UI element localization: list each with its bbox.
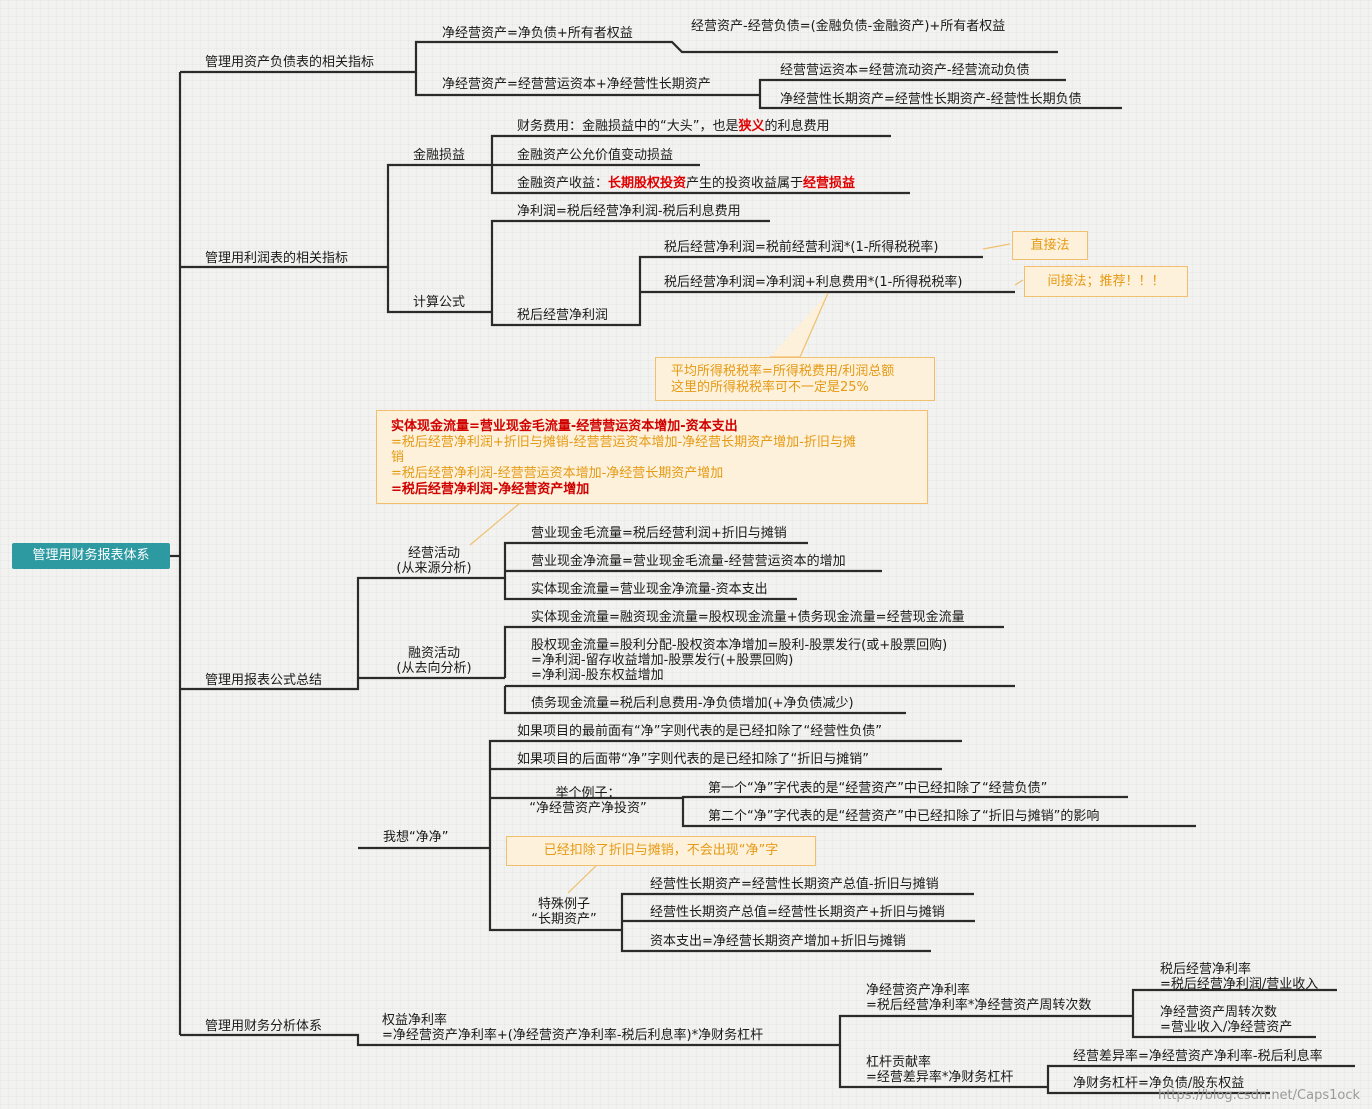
node-bs-a1[interactable]: 经营资产-经营负债=(金融负债-金融资产)+所有者权益	[691, 19, 1006, 34]
node-fair-value[interactable]: 金融资产公允价值变动损益	[517, 148, 674, 163]
note-direct[interactable]: 直接法	[1012, 231, 1088, 260]
node-rnoa-x[interactable]: 税后经营净利率=税后经营净利润/营业收入	[1160, 962, 1319, 992]
node-special-example[interactable]: 特殊例子“长期资产”	[531, 897, 597, 927]
node-ex-b[interactable]: 第二个“净”字代表的是“经营资产”中已经扣除了“折旧与摊销”的影响	[708, 809, 1100, 824]
watermark: https://blog.csdn.net/Caps1ock	[1157, 1088, 1360, 1103]
node-ex-a[interactable]: 第一个“净”字代表的是“经营资产”中已经扣除了“经营负债”	[708, 781, 1048, 796]
node-indirect-formula[interactable]: 税后经营净利润=净利润+利息费用*(1-所得税税率)	[664, 275, 963, 290]
node-sp-a[interactable]: 经营性长期资产=经营性长期资产总值-折旧与摊销	[650, 877, 939, 892]
node-after-tax-op-income[interactable]: 税后经营净利润	[517, 308, 609, 323]
node-fi-b[interactable]: 股权现金流量=股利分配-股权资本净增加=股利-股票发行(或+股票回购)=净利润-…	[531, 638, 948, 683]
node-roe[interactable]: 权益净利率=净经营资产净利率+(净经营资产净利率-税后利息率)*净财务杠杆	[382, 1013, 764, 1043]
note-tax-rate[interactable]: 平均所得税税率=所得税费用/利润总额 这里的所得税税率可不一定是25%	[655, 357, 935, 401]
node-bs-b1[interactable]: 经营营运资本=经营流动资产-经营流动负债	[780, 63, 1030, 78]
node-jj-a[interactable]: 如果项目的最前面有“净”字则代表的是已经扣除了“经营性负债”	[517, 724, 882, 739]
node-fin-expense[interactable]: 财务费用：金融损益中的“大头”，也是狭义的利息费用	[517, 119, 830, 134]
node-income-statement[interactable]: 管理用利润表的相关指标	[205, 251, 349, 266]
node-sp-b[interactable]: 经营性长期资产总值=经营性长期资产+折旧与摊销	[650, 905, 945, 920]
node-bs-b2[interactable]: 净经营性长期资产=经营性长期资产-经营性长期负债	[780, 92, 1082, 107]
node-op-b[interactable]: 营业现金净流量=营业现金毛流量-经营营运资本的增加	[531, 554, 846, 569]
node-bs-a[interactable]: 净经营资产=净负债+所有者权益	[442, 26, 633, 41]
node-op-c[interactable]: 实体现金流量=营业现金净流量-资本支出	[531, 582, 768, 597]
node-op-a[interactable]: 营业现金毛流量=税后经营利润+折旧与摊销	[531, 526, 787, 541]
node-direct-formula[interactable]: 税后经营净利润=税前经营利润*(1-所得税税率)	[664, 240, 939, 255]
node-example[interactable]: 举个例子：“净经营资产净投资”	[529, 786, 647, 816]
note-special[interactable]: 已经扣除了折旧与摊销，不会出现“净”字	[506, 836, 816, 866]
node-fi-a[interactable]: 实体现金流量=融资现金流量=股权现金流量+债务现金流量=经营现金流量	[531, 610, 965, 625]
node-financial-pl[interactable]: 金融损益	[413, 148, 466, 163]
node-fi-c[interactable]: 债务现金流量=税后利息费用-净负债增加(+净负债减少)	[531, 696, 854, 711]
node-jj-b[interactable]: 如果项目的后面带“净”字则代表的是已经扣除了“折旧与摊销”	[517, 752, 869, 767]
node-cashflow-summary[interactable]: 管理用报表公式总结	[205, 673, 323, 688]
node-rnoa-y[interactable]: 净经营资产周转次数=营业收入/净经营资产	[1160, 1005, 1293, 1035]
node-rnoa[interactable]: 净经营资产净利率=税后经营净利率*净经营资产周转次数	[866, 983, 1092, 1013]
node-net-income[interactable]: 净利润=税后经营净利润-税后利息费用	[517, 204, 741, 219]
node-spread[interactable]: 经营差异率=净经营资产净利率-税后利息率	[1073, 1049, 1323, 1064]
node-sp-c[interactable]: 资本支出=净经营长期资产增加+折旧与摊销	[650, 934, 906, 949]
node-net-net[interactable]: 我想“净净”	[383, 830, 449, 845]
note-entity-cashflow[interactable]: 实体现金流量=营业现金毛流量-经营营运资本增加-资本支出 =税后经营净利润+折旧…	[376, 410, 928, 504]
node-bs-b[interactable]: 净经营资产=经营营运资本+净经营性长期资产	[442, 77, 711, 92]
root-node[interactable]: 管理用财务报表体系	[12, 543, 170, 569]
node-leverage[interactable]: 杠杆贡献率=经营差异率*净财务杠杆	[866, 1055, 1014, 1085]
note-indirect[interactable]: 间接法；推荐！！！	[1024, 266, 1188, 297]
node-financing-activity[interactable]: 融资活动(从去向分析)	[396, 646, 472, 676]
node-operating-activity[interactable]: 经营活动(从来源分析)	[396, 546, 472, 576]
node-formula[interactable]: 计算公式	[413, 295, 466, 310]
node-fin-asset-income[interactable]: 金融资产收益：长期股权投资产生的投资收益属于经营损益	[517, 176, 856, 191]
node-balance-sheet[interactable]: 管理用资产负债表的相关指标	[205, 55, 375, 70]
node-net-leverage[interactable]: 净财务杠杆=净负债/股东权益	[1073, 1076, 1245, 1091]
node-analysis-system[interactable]: 管理用财务分析体系	[205, 1019, 323, 1034]
